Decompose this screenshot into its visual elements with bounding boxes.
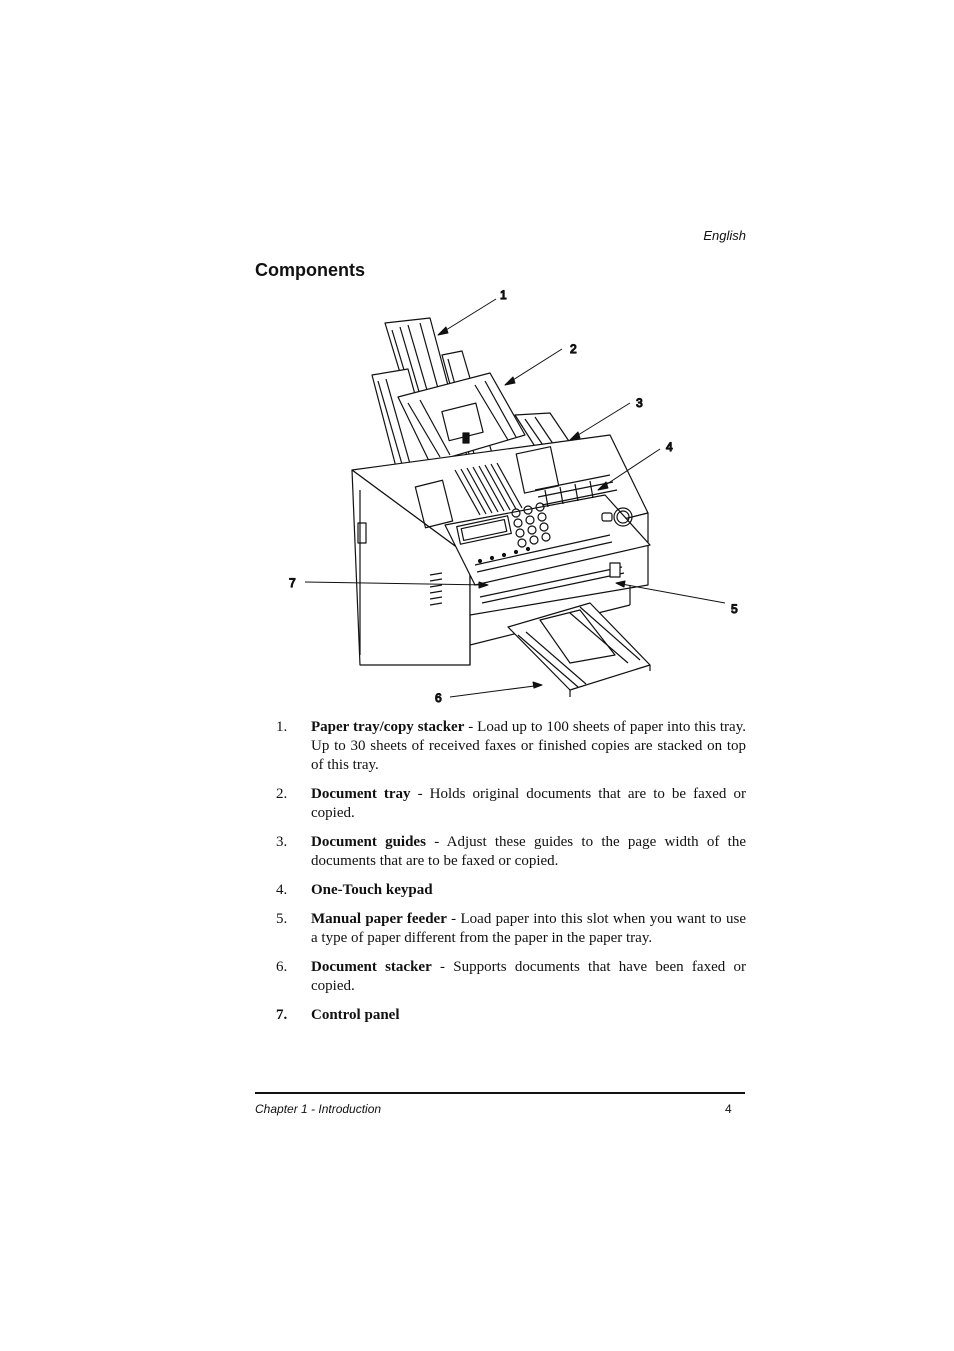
callout-leaders [304, 298, 726, 698]
callout-3: 3 [636, 396, 643, 410]
item-number: 3. [276, 834, 288, 850]
list-item: 5. Manual paper feeder - Load paper into… [276, 910, 746, 948]
item-number: 2. [276, 786, 288, 802]
manual-feeder-drawing [479, 562, 625, 604]
item-term: Document stacker [311, 959, 432, 975]
footer-chapter: Chapter 1 - Introduction [255, 1102, 382, 1116]
callout-5: 5 [731, 602, 738, 616]
list-item: 1. Paper tray/copy stacker - Load up to … [276, 718, 746, 775]
item-number: 6. [276, 959, 288, 975]
list-item: 6. Document stacker - Supports documents… [276, 958, 746, 996]
list-item: 4. One-Touch keypad [276, 881, 746, 900]
section-title: Components [255, 260, 365, 280]
item-term: One-Touch keypad [311, 882, 433, 898]
list-item: 3. Document guides - Adjust these guides… [276, 833, 746, 871]
item-term: Document guides [311, 834, 426, 850]
item-number: 1. [276, 719, 288, 735]
callout-4: 4 [666, 440, 673, 454]
page-number: 4 [725, 1102, 732, 1116]
item-term: Paper tray/copy stacker [311, 719, 465, 735]
item-description: - Load up to 100 sheets of paper into th… [311, 719, 746, 773]
callout-7: 7 [289, 576, 296, 590]
callout-1: 1 [500, 288, 507, 302]
item-description: - Adjust these guides to the page width … [311, 834, 747, 869]
item-term: Control panel [311, 1007, 400, 1023]
item-description: - Load paper into this slot when you wan… [311, 911, 746, 946]
language-label: English [703, 228, 746, 243]
item-number: 4. [276, 882, 288, 898]
list-item: 7. Control panel [276, 1006, 746, 1025]
item-term: Manual paper feeder [311, 911, 447, 927]
components-list: 1. Paper tray/copy stacker - Load up to … [276, 718, 746, 1035]
fax-machine-illustration: 1 2 3 4 5 6 7 [280, 285, 750, 710]
control-panel-drawing [444, 474, 651, 586]
callout-2: 2 [570, 342, 577, 356]
item-description: - Supports documents that have been faxe… [311, 959, 746, 994]
footer-divider [255, 1092, 745, 1094]
item-number: 7. [276, 1007, 288, 1023]
list-item: 2. Document tray - Holds original docume… [276, 785, 746, 823]
document-tray-drawing [397, 372, 526, 464]
callout-6: 6 [435, 691, 442, 705]
item-number: 5. [276, 911, 288, 927]
document-stacker-drawing [507, 602, 651, 697]
item-description: - Holds original documents that are to b… [311, 786, 746, 821]
item-term: Document tray [311, 786, 411, 802]
